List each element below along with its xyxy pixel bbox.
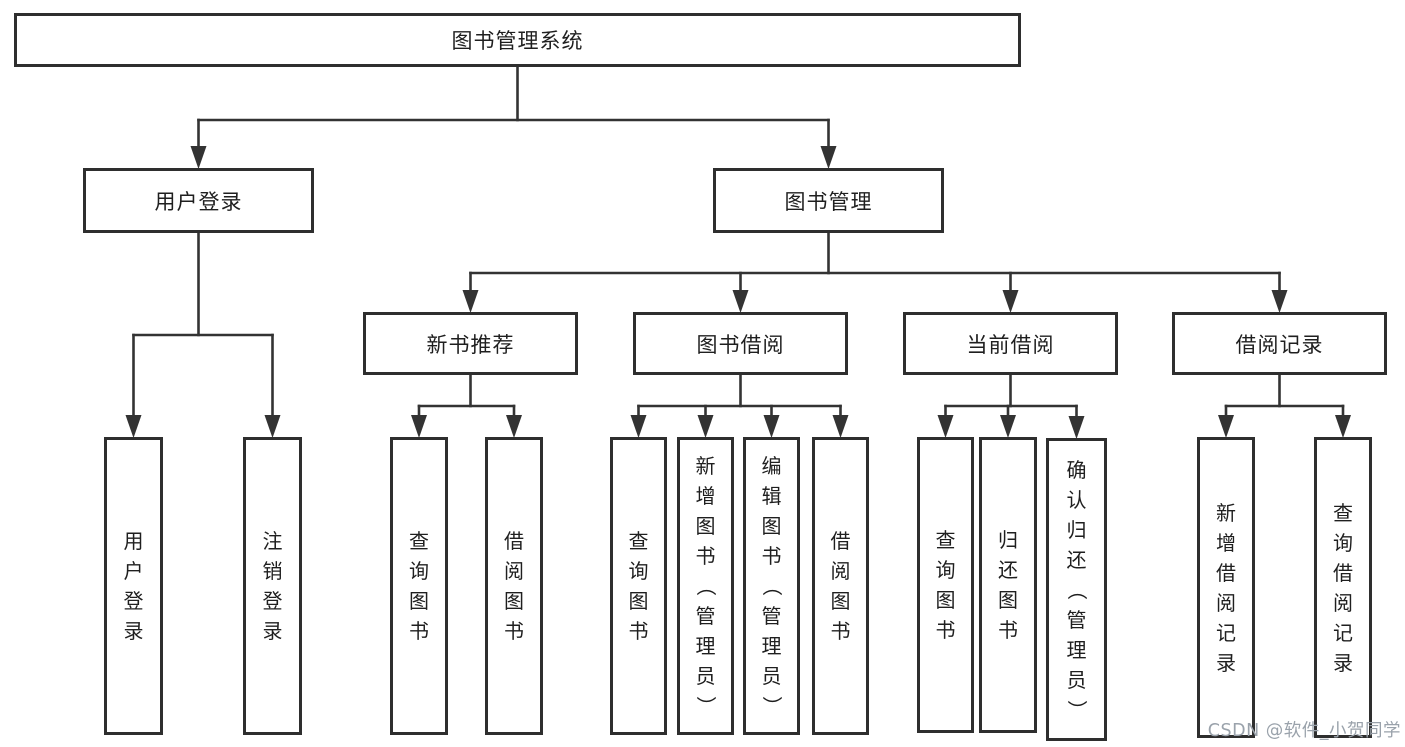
node-leaf-borrow-book-1: 借阅图书 [485, 437, 543, 735]
arrowhead-icon-leaf-user-login [125, 415, 142, 438]
arrowhead-icon-leaf-return-book [1000, 415, 1016, 438]
node-label-leaf-borrow-book-2: 借阅图书 [830, 529, 851, 643]
arrowhead-icon-book-mgmt [820, 146, 837, 169]
node-label-leaf-logout: 注销登录 [262, 529, 283, 643]
arrowhead-icon-leaf-query-book-3 [937, 415, 954, 438]
node-leaf-return-book: 归还图书 [979, 437, 1037, 733]
node-label-leaf-return-book: 归还图书 [998, 528, 1018, 642]
node-label-user-login: 用户登录 [154, 189, 243, 214]
arrowhead-icon-leaf-confirm-return [1068, 416, 1085, 439]
node-leaf-add-book: 新增图书（管理员） [677, 437, 734, 735]
arrowhead-icon-book-borrow [732, 290, 749, 313]
arrowhead-icon-leaf-logout [264, 415, 281, 438]
node-leaf-logout: 注销登录 [243, 437, 302, 735]
node-label-book-borrow: 图书借阅 [696, 332, 785, 357]
arrowhead-icon-leaf-query-book-2 [630, 415, 647, 438]
node-label-new-book-rec: 新书推荐 [426, 332, 515, 357]
arrowhead-icon-borrow-records [1271, 290, 1288, 313]
node-label-leaf-query-book-2: 查询图书 [628, 529, 649, 643]
watermark: CSDN @软件_小贺同学 [1207, 721, 1401, 741]
node-leaf-query-book-2: 查询图书 [610, 437, 667, 735]
node-new-book-rec: 新书推荐 [363, 312, 578, 375]
node-book-mgmt: 图书管理 [713, 168, 944, 233]
node-label-borrow-records: 借阅记录 [1235, 332, 1324, 357]
arrowhead-icon-current-borrow [1002, 290, 1019, 313]
node-borrow-records: 借阅记录 [1172, 312, 1387, 375]
node-label-leaf-edit-book: 编辑图书（管理员） [759, 454, 784, 716]
arrowhead-icon-leaf-edit-book [763, 415, 780, 438]
arrowhead-icon-leaf-borrow-book-2 [832, 415, 849, 438]
node-leaf-confirm-return: 确认归还（管理员） [1046, 438, 1107, 741]
arrowhead-icon-leaf-add-record [1218, 415, 1234, 438]
node-current-borrow: 当前借阅 [903, 312, 1118, 375]
node-label-book-mgmt: 图书管理 [784, 189, 873, 214]
node-root: 图书管理系统 [14, 13, 1021, 67]
arrowhead-icon-leaf-query-record [1335, 415, 1351, 438]
node-leaf-query-book-1: 查询图书 [390, 437, 448, 735]
node-label-leaf-add-record: 新增借阅记录 [1216, 500, 1236, 675]
arrowhead-icon-user-login [190, 146, 207, 169]
node-label-leaf-query-book-1: 查询图书 [409, 529, 429, 643]
node-leaf-borrow-book-2: 借阅图书 [812, 437, 869, 735]
node-label-leaf-user-login: 用户登录 [123, 529, 144, 643]
arrowhead-icon-leaf-query-book-1 [411, 415, 427, 438]
arrowhead-icon-new-book-rec [462, 290, 479, 313]
arrowhead-icon-leaf-add-book [697, 415, 714, 438]
node-label-leaf-confirm-return: 确认归还（管理员） [1064, 457, 1089, 720]
node-label-leaf-borrow-book-1: 借阅图书 [504, 529, 524, 643]
node-label-leaf-query-book-3: 查询图书 [935, 528, 956, 642]
node-leaf-add-record: 新增借阅记录 [1197, 437, 1255, 738]
node-leaf-user-login: 用户登录 [104, 437, 163, 735]
node-user-login: 用户登录 [83, 168, 314, 233]
node-leaf-query-record: 查询借阅记录 [1314, 437, 1372, 738]
node-label-leaf-query-record: 查询借阅记录 [1333, 500, 1353, 675]
node-label-root: 图书管理系统 [451, 29, 584, 53]
node-label-leaf-add-book: 新增图书（管理员） [693, 454, 718, 716]
arrowhead-icon-leaf-borrow-book-1 [506, 415, 522, 438]
node-leaf-query-book-3: 查询图书 [917, 437, 974, 733]
node-book-borrow: 图书借阅 [633, 312, 848, 375]
node-label-current-borrow: 当前借阅 [966, 332, 1055, 357]
node-leaf-edit-book: 编辑图书（管理员） [743, 437, 800, 735]
